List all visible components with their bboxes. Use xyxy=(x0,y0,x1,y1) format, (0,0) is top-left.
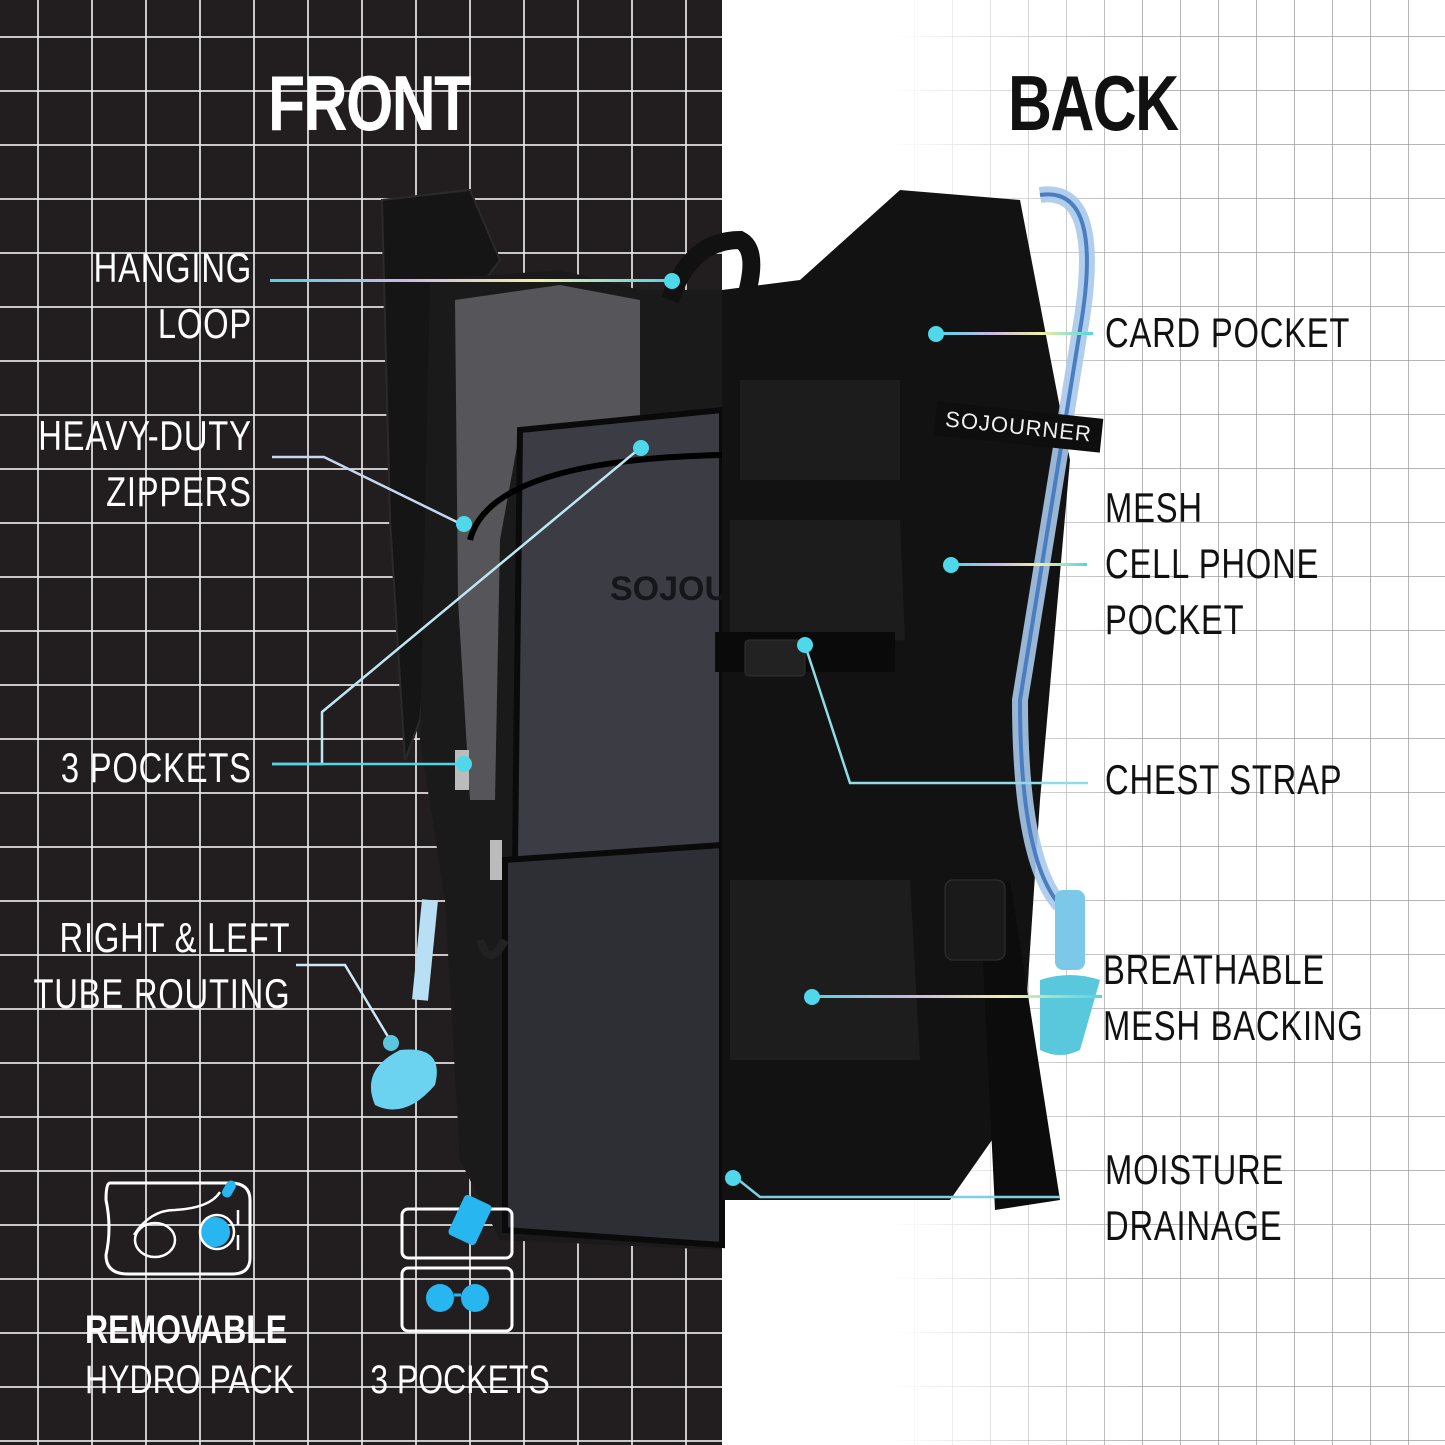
leader-card-pocket xyxy=(938,332,1093,335)
callout-breathable-mesh-backing: BREATHABLE MESH BACKING xyxy=(1103,946,1364,1049)
dot-mesh-cell-phone-pocket xyxy=(943,557,959,573)
leader-breathable-mesh-backing xyxy=(812,995,1102,998)
dot-tube-routing xyxy=(383,1035,399,1051)
callout-3-pockets: 3 POCKETS xyxy=(61,744,252,791)
feature-removable-hydro-pack: REMOVABLE HYDRO PACK xyxy=(85,1308,295,1402)
back-heading: BACK xyxy=(1008,59,1179,147)
dot-3-pockets xyxy=(456,756,472,772)
callout-moisture-drainage: MOISTURE DRAINAGE xyxy=(1105,1146,1285,1249)
callout-hanging-loop: HANGING LOOP xyxy=(93,244,252,347)
callout-chest-strap: CHEST STRAP xyxy=(1105,756,1343,803)
feature-three-pockets: 3 POCKETS xyxy=(370,1358,550,1402)
leader-mesh-cell-phone-pocket xyxy=(952,563,1087,566)
dot-card-pocket xyxy=(928,326,944,342)
callout-tube-routing: RIGHT & LEFT TUBE ROUTING xyxy=(33,914,291,1017)
callout-heavy-duty-zippers: HEAVY-DUTY ZIPPERS xyxy=(38,412,253,515)
dot-chest-strap xyxy=(797,637,813,653)
front-heading: FRONT xyxy=(268,59,471,147)
pockets-phone-sunglasses-icon xyxy=(400,1195,514,1333)
dot-hanging-loop xyxy=(664,273,680,289)
callout-mesh-cell-phone-pocket: MESH CELL PHONE POCKET xyxy=(1105,484,1320,643)
hydration-bladder-icon xyxy=(104,1180,252,1276)
leader-hanging-loop xyxy=(270,279,670,282)
dot-heavy-duty-zippers xyxy=(456,516,472,532)
dot-breathable-mesh-backing xyxy=(804,989,820,1005)
callout-card-pocket: CARD POCKET xyxy=(1105,309,1351,356)
dot-moisture-drainage xyxy=(725,1170,741,1186)
dot-pockets-upper xyxy=(633,440,649,456)
